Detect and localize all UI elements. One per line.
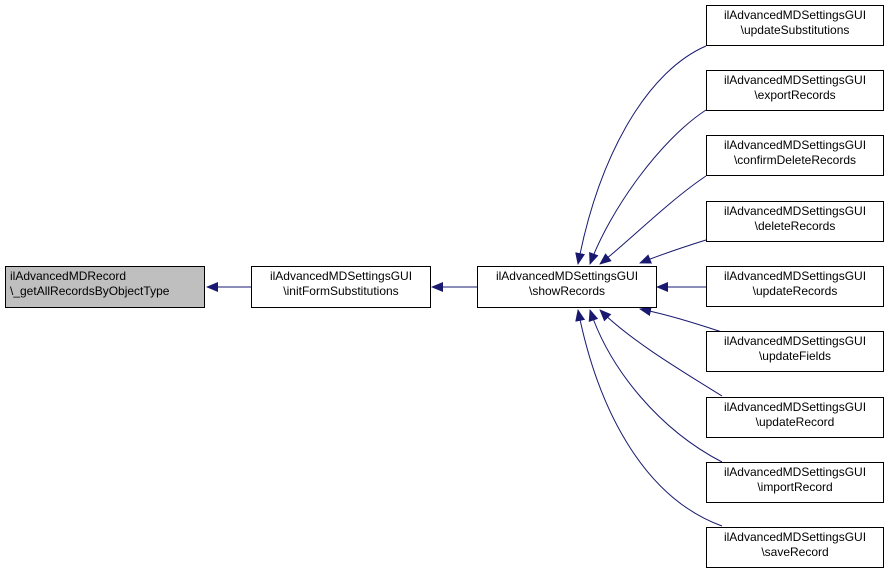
node-method-label: \importRecord <box>757 480 833 494</box>
node-init-form-substitutions[interactable]: ilAdvancedMDSettingsGUI \initFormSubstit… <box>251 266 431 308</box>
node-method-label: \showRecords <box>528 284 606 298</box>
node-save-record[interactable]: ilAdvancedMDSettingsGUI \saveRecord <box>706 527 884 568</box>
node-class-label: ilAdvancedMDSettingsGUI <box>723 269 867 283</box>
node-class-label: ilAdvancedMDSettingsGUI <box>269 269 413 283</box>
node-method-label: \saveRecord <box>761 545 829 559</box>
node-method-label: \updateRecord <box>755 415 835 429</box>
edge-updateFields-to-show <box>639 306 723 333</box>
node-class-label: ilAdvancedMDSettingsGUI <box>723 73 867 87</box>
node-method-label: \_getAllRecordsByObjectType <box>10 284 170 298</box>
edge-deleteRecords-to-show <box>639 239 707 264</box>
node-class-label: ilAdvancedMDSettingsGUI <box>723 530 867 544</box>
node-confirm-delete-records[interactable]: ilAdvancedMDSettingsGUI \confirmDeleteRe… <box>706 135 884 176</box>
node-import-record[interactable]: ilAdvancedMDSettingsGUI \importRecord <box>706 462 884 503</box>
node-class-label: ilAdvancedMDSettingsGUI <box>723 334 867 348</box>
node-class-label: ilAdvancedMDSettingsGUI <box>495 269 639 283</box>
focus-node: ilAdvancedMDRecord \_getAllRecordsByObje… <box>5 266 205 308</box>
node-method-label: \updateRecords <box>752 284 838 298</box>
node-update-substitutions[interactable]: ilAdvancedMDSettingsGUI \updateSubstitut… <box>706 5 884 46</box>
node-export-records[interactable]: ilAdvancedMDSettingsGUI \exportRecords <box>706 70 884 111</box>
node-method-label: \updateFields <box>758 349 832 363</box>
node-method-label: \initFormSubstitutions <box>283 284 399 298</box>
node-delete-records[interactable]: ilAdvancedMDSettingsGUI \deleteRecords <box>706 201 884 242</box>
node-method-label: \confirmDeleteRecords <box>733 153 857 167</box>
node-method-label: \exportRecords <box>754 88 836 102</box>
node-method-label: \deleteRecords <box>754 219 836 233</box>
node-class-label: ilAdvancedMDRecord <box>10 269 127 283</box>
node-update-record[interactable]: ilAdvancedMDSettingsGUI \updateRecord <box>706 397 884 438</box>
node-update-records[interactable]: ilAdvancedMDSettingsGUI \updateRecords <box>706 266 884 307</box>
node-class-label: ilAdvancedMDSettingsGUI <box>723 138 867 152</box>
edge-importRecord-to-show <box>588 309 723 463</box>
node-update-fields[interactable]: ilAdvancedMDSettingsGUI \updateFields <box>706 331 884 372</box>
node-class-label: ilAdvancedMDSettingsGUI <box>723 204 867 218</box>
edge-updateRecord-to-show <box>599 309 723 397</box>
edge-confirmDeleteRecords-to-show <box>599 175 707 265</box>
edge-saveRecord-to-show <box>575 309 723 527</box>
edge-exportRecords-to-show <box>589 109 707 265</box>
node-method-label: \updateSubstitutions <box>740 23 850 37</box>
node-class-label: ilAdvancedMDSettingsGUI <box>723 8 867 22</box>
edge-updateSubstitutions-to-show <box>575 45 707 265</box>
node-class-label: ilAdvancedMDSettingsGUI <box>723 400 867 414</box>
node-class-label: ilAdvancedMDSettingsGUI <box>723 465 867 479</box>
node-show-records[interactable]: ilAdvancedMDSettingsGUI \showRecords <box>477 266 657 308</box>
